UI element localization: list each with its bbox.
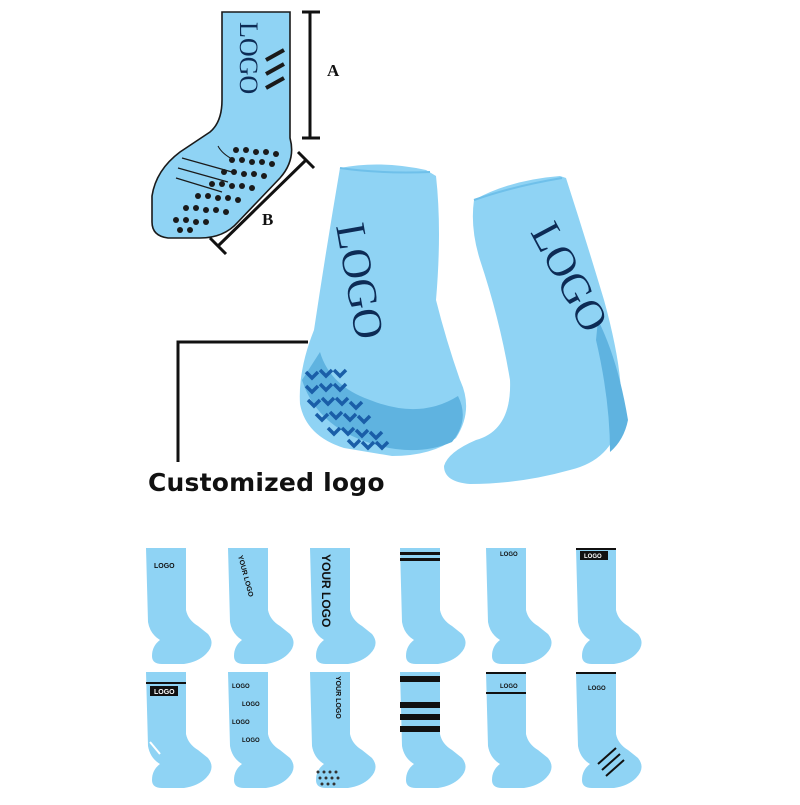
diagram-sock bbox=[151, 11, 293, 239]
sock-style-1: LOGO bbox=[146, 548, 212, 664]
sock-style-8-logo-b: LOGO bbox=[242, 702, 260, 708]
sock-style-4 bbox=[400, 548, 466, 664]
sock-style-2: YOUR LOGO bbox=[228, 548, 294, 664]
sock-style-8-logo-c: LOGO bbox=[232, 720, 250, 726]
logo-leader-line bbox=[176, 340, 308, 462]
sock-style-12-logo: LOGO bbox=[588, 686, 606, 692]
sock-style-11: LOGO bbox=[486, 672, 552, 788]
dimension-a-label: A bbox=[327, 61, 340, 80]
dimension-a-line bbox=[302, 10, 320, 140]
dimension-b-line bbox=[208, 150, 316, 256]
sock-style-grid: LOGO YOUR LOGO YOUR LOGO LOGO LOGO bbox=[146, 548, 642, 788]
sock-style-8: LOGO LOGO LOGO LOGO bbox=[228, 672, 294, 788]
dimension-b-label: B bbox=[262, 210, 274, 229]
sock-style-7-logo: LOGO bbox=[154, 689, 175, 696]
sock-style-5-logo: LOGO bbox=[500, 552, 518, 558]
diagram-logo-text: LOGO bbox=[234, 22, 263, 94]
sock-style-8-logo-d: LOGO bbox=[242, 738, 260, 744]
main-sock-right bbox=[444, 176, 628, 484]
sock-style-7: LOGO bbox=[146, 672, 212, 788]
sock-style-8-logo-a: LOGO bbox=[232, 684, 250, 690]
sock-style-6: LOGO bbox=[576, 548, 642, 664]
sock-style-12: LOGO bbox=[576, 672, 642, 788]
sock-style-6-logo: LOGO bbox=[584, 554, 602, 560]
customized-logo-caption: Customized logo bbox=[148, 468, 385, 497]
sock-style-11-logo: LOGO bbox=[500, 684, 518, 690]
sock-style-3: YOUR LOGO bbox=[310, 548, 376, 664]
sock-style-3-logo: YOUR LOGO bbox=[319, 554, 333, 627]
sock-style-9: YOUR LOGO bbox=[310, 672, 376, 788]
sock-style-9-logo: YOUR LOGO bbox=[334, 676, 341, 719]
sock-style-10 bbox=[400, 672, 466, 788]
main-sock-left bbox=[299, 164, 467, 456]
sock-style-5: LOGO bbox=[486, 548, 552, 664]
sock-style-1-logo: LOGO bbox=[154, 563, 175, 570]
